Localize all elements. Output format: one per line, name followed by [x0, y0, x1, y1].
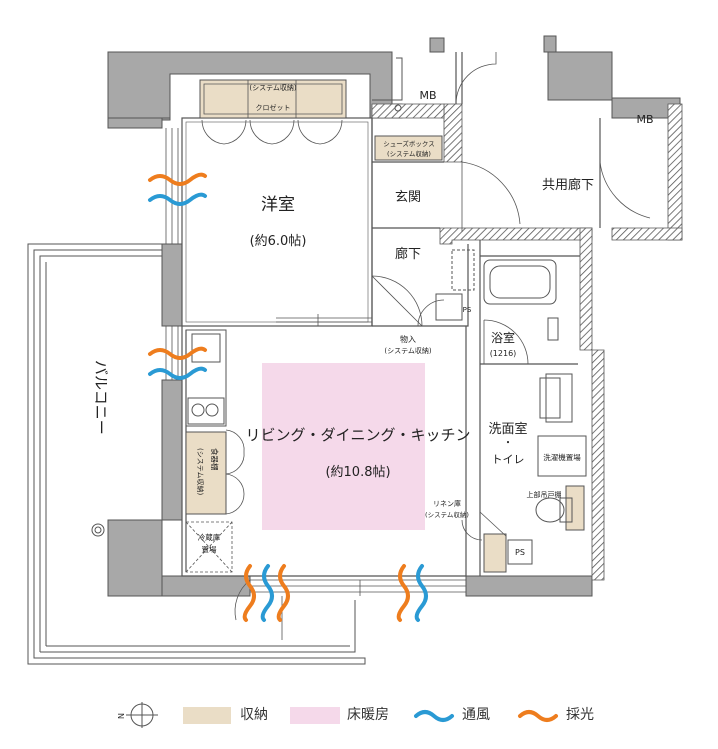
entrance-label: 玄関: [395, 190, 421, 205]
fridge-label-2: 置場: [202, 544, 217, 554]
common-corridor-label: 共用廊下: [542, 177, 594, 193]
storeroom-label: 物入: [400, 334, 416, 344]
hatched-walls: [371, 103, 683, 581]
daylight-legend-icon: [518, 710, 558, 722]
ventilation-icon: [148, 192, 428, 622]
bathroom-label: 浴室: [491, 330, 515, 345]
mb-left-label: MB: [419, 89, 436, 102]
washroom-dot: ・: [503, 438, 513, 449]
balcony: [27, 243, 366, 665]
linen-label: リネン庫: [433, 499, 461, 508]
room-labels: (システム収納) クロゼット 洋室 (約6.0帖) シューズボックス (システム…: [92, 83, 654, 557]
compass-icon: N: [117, 702, 158, 728]
bathroom-size: (1216): [490, 349, 517, 358]
bathtub: [483, 259, 557, 305]
floor-plan-drawing: (システム収納) クロゼット 洋室 (約6.0帖) シューズボックス (システム…: [27, 35, 683, 665]
ps-left-label: PS: [463, 306, 472, 314]
fridge-space: [185, 521, 233, 573]
western-room-label: 洋室: [261, 195, 295, 215]
upper-cabinet-label: 上部吊戸棚: [527, 490, 562, 499]
hallway-label: 廊下: [395, 246, 421, 262]
washer-label: 洗濯機置場: [543, 452, 581, 462]
kitchen-counter: [185, 329, 227, 427]
doors: [234, 52, 651, 640]
floor-heating-area: [262, 363, 425, 530]
closet-label: クロゼット: [256, 103, 291, 112]
ldk-label: リビング・ダイニング・キッチン: [245, 426, 470, 444]
ldk-size: (約10.8帖): [325, 465, 390, 480]
toilet-label: トイレ: [492, 453, 525, 466]
washbasin: [545, 373, 573, 423]
legend-storage-label: 収納: [240, 707, 268, 723]
ventilation-legend-icon: [414, 710, 454, 722]
washer-space: [537, 435, 587, 477]
shoe-box-storage: [374, 135, 443, 161]
linen-storage: [483, 533, 507, 573]
mb-right-label: MB: [636, 113, 653, 126]
floor-heating-swatch: [290, 707, 340, 724]
closet-doors: [201, 119, 343, 515]
airflow-symbols: [148, 172, 428, 622]
sliding-doors: [276, 314, 372, 326]
ps-box: [507, 539, 533, 565]
drain-icon: [91, 523, 105, 537]
closet-system-label: (システム収納): [249, 83, 297, 92]
ps-right-label: PS: [515, 548, 525, 557]
stove-burner-icon: [191, 403, 205, 417]
washroom-label: 洗面室: [488, 421, 527, 437]
legend-floor-heating-label: 床暖房: [347, 707, 389, 723]
shoe-box-label: シューズボックス: [383, 139, 434, 148]
upper-cabinet-storage: [565, 485, 585, 531]
walls: [107, 35, 681, 597]
stove-burner-icon: [205, 403, 219, 417]
pantry-label-2: (システム収納): [196, 448, 205, 496]
pantry-label-1: 食器棚: [210, 448, 220, 471]
western-room-size: (約6.0帖): [250, 234, 307, 249]
closet-storage: [199, 79, 347, 119]
shoe-box-sub-label: (システム収納): [387, 149, 431, 158]
sink: [191, 333, 221, 363]
bath-fixtures: [372, 57, 587, 565]
toilet: [535, 497, 565, 523]
balcony-label: バルコニー: [92, 360, 110, 435]
storeroom-sub-label: (システム収納): [384, 346, 432, 355]
fridge-label-1: 冷蔵庫: [198, 532, 221, 542]
pantry-storage: [185, 431, 227, 515]
legend: N 収納 床暖房 通風 採光: [0, 698, 718, 734]
legend-daylight-label: 採光: [566, 707, 594, 723]
legend-ventilation-label: 通風: [462, 707, 490, 723]
compass-n-label: N: [117, 713, 126, 719]
storage-areas: [185, 79, 585, 573]
linen-sub-label: (システム収納): [425, 510, 469, 519]
daylight-icon: [148, 172, 410, 622]
storage-swatch: [183, 707, 231, 724]
